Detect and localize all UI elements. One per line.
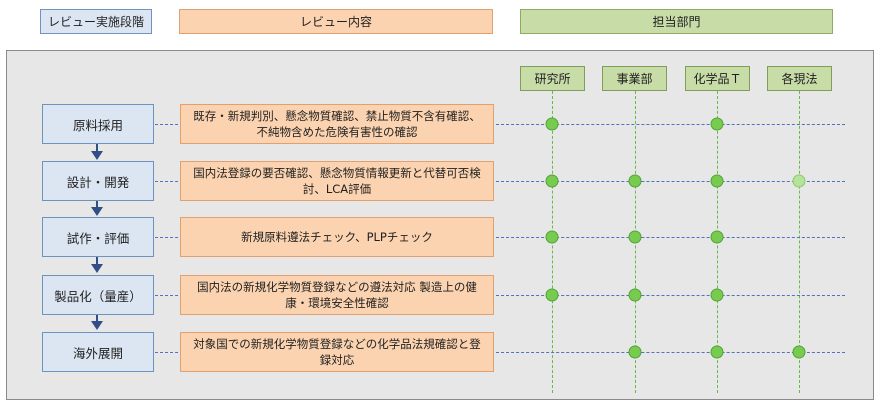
dept-chemicals-team: 化学品Ｔ	[685, 66, 750, 91]
flow-arrow-stem-4	[96, 315, 98, 322]
header-review-content: レビュー内容	[179, 9, 493, 34]
review-content-prototype: 新規原料遵法チェック、PLPチェック	[180, 217, 494, 257]
review-content-productization: 国内法の新規化学物質登録などの遵法対応 製造上の健康・環境安全性確認	[180, 275, 494, 315]
marker-stage3-dept2	[628, 230, 642, 244]
marker-stage3-dept3	[710, 230, 724, 244]
marker-stage5-dept4	[792, 345, 806, 359]
marker-stage5-dept2	[628, 345, 642, 359]
flow-arrow-4	[91, 321, 103, 330]
flow-arrow-2	[91, 207, 103, 216]
marker-stage1-dept1	[545, 117, 559, 131]
dept-research-lab: 研究所	[520, 66, 585, 91]
marker-stage5-dept3	[710, 345, 724, 359]
stage-line-4	[155, 295, 845, 296]
stage-productization: 製品化（量産）	[42, 275, 154, 315]
marker-stage2-dept1	[545, 174, 559, 188]
stage-line-2	[155, 181, 845, 182]
review-content-raw-material: 既存・新規判別、懸念物質確認、禁止物質不含有確認、不純物含めた危険有害性の確認	[180, 104, 494, 144]
marker-stage2-dept4	[792, 174, 806, 188]
marker-stage3-dept1	[545, 230, 559, 244]
header-departments: 担当部門	[520, 9, 833, 34]
stage-raw-material-adoption: 原料採用	[42, 104, 154, 144]
flow-arrow-stem-2	[96, 201, 98, 208]
marker-stage4-dept3	[710, 288, 724, 302]
stage-overseas-expansion: 海外展開	[42, 332, 154, 372]
flow-arrow-stem-3	[96, 257, 98, 265]
review-content-design: 国内法登録の要否確認、懸念物質情報更新と代替可否検討、LCA評価	[180, 161, 494, 201]
header-review-stage: レビュー実施段階	[40, 9, 152, 34]
marker-stage4-dept1	[545, 288, 559, 302]
stage-design-development: 設計・開発	[42, 161, 154, 201]
review-content-overseas: 対象国での新規化学物質登録などの化学品法規確認と登録対応	[180, 332, 494, 372]
marker-stage1-dept3	[710, 117, 724, 131]
marker-stage2-dept2	[628, 174, 642, 188]
stage-line-1	[155, 124, 845, 125]
stage-prototype-evaluation: 試作・評価	[42, 217, 154, 257]
dept-line-overseas	[799, 91, 800, 393]
dept-overseas-subsidiaries: 各現法	[767, 66, 832, 91]
marker-stage2-dept3	[710, 174, 724, 188]
flow-arrow-1	[91, 151, 103, 160]
marker-stage4-dept2	[628, 288, 642, 302]
stage-line-5	[155, 352, 845, 353]
flow-arrow-3	[91, 264, 103, 273]
stage-line-3	[155, 237, 845, 238]
dept-business-unit: 事業部	[602, 66, 667, 91]
flow-arrow-stem-1	[96, 144, 98, 152]
